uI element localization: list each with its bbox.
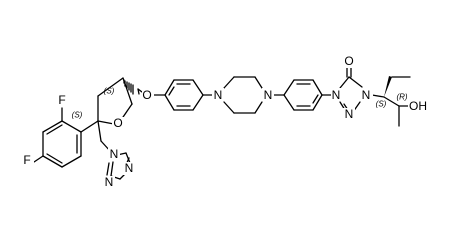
stereo-label-s-quaternary: (S) <box>72 111 83 120</box>
atom-n-triazole-4: N <box>105 175 114 189</box>
atom-n-triazolone-4: N <box>332 88 341 102</box>
structure-diagram: F F O O N N O N N N OH N N N (S) (S) (S)… <box>22 54 428 189</box>
atom-o-carbonyl: O <box>344 54 353 68</box>
stereo-label-r-side-chain: (R) <box>396 93 407 102</box>
atom-n-piperazine-right: N <box>264 88 273 102</box>
atom-labels: F F O O N N O N N N OH N N N <box>22 54 428 189</box>
atom-n-piperazine-left: N <box>214 88 223 102</box>
atom-o-ring: O <box>113 116 122 130</box>
atom-f-top: F <box>58 93 65 107</box>
molecule-structure: F F O O N N O N N N OH N N N (S) (S) (S)… <box>22 54 428 189</box>
atom-n-triazolone-1: N <box>362 88 371 102</box>
stereo-label-s-side-chain: (S) <box>376 100 387 109</box>
atom-o-ether: O <box>142 88 151 102</box>
atom-n-triazolone-2: N <box>345 107 354 121</box>
atom-n-triazole-1: N <box>110 147 119 161</box>
stereo-labels: (S) (S) (S) (R) <box>72 87 408 120</box>
atom-f-bottom: F <box>23 153 30 167</box>
atom-hydroxyl: OH <box>409 99 427 113</box>
atom-n-triazole-2: N <box>125 161 134 175</box>
stereo-label-s-top: (S) <box>104 87 115 96</box>
bond-lines <box>33 65 411 180</box>
